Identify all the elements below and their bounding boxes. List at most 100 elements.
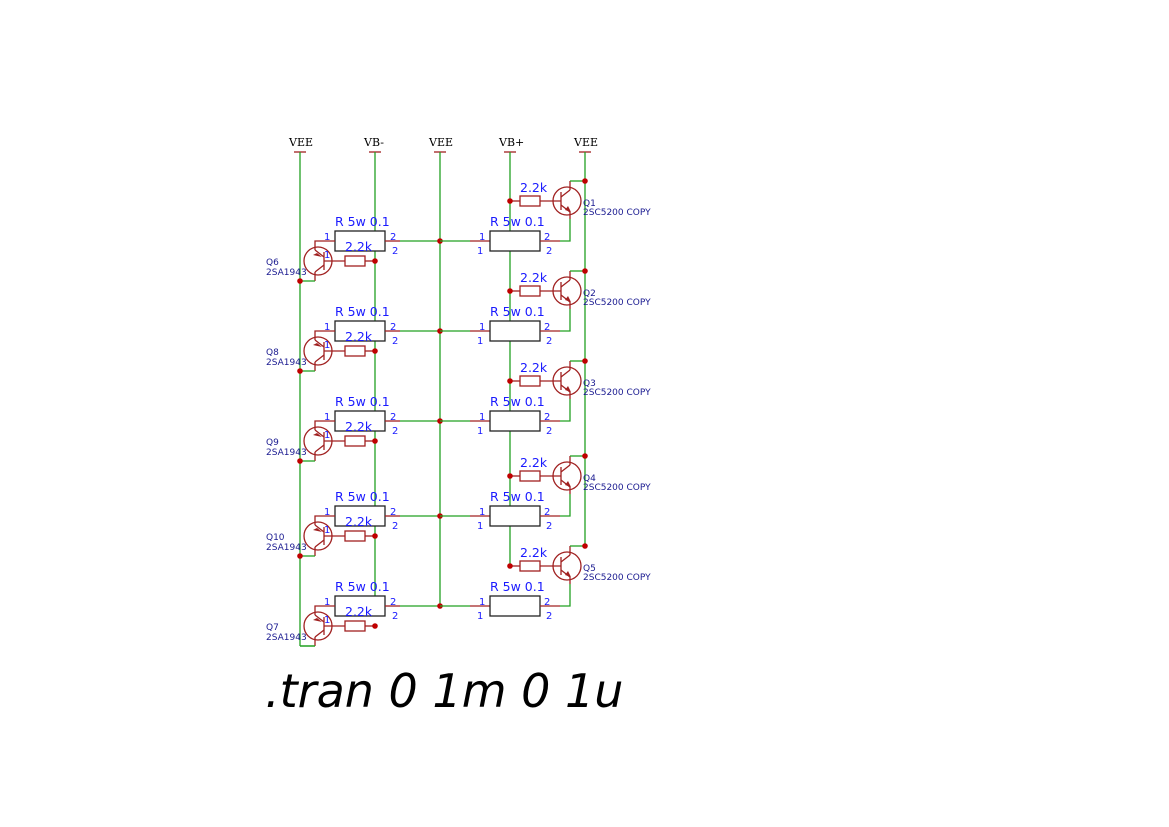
pin-label: 2 <box>544 412 550 423</box>
pin-label: 1 <box>479 597 485 608</box>
pin-label: 1 <box>477 246 483 257</box>
junction-dot <box>507 198 513 204</box>
pin-label: 1 <box>477 611 483 622</box>
pin-label: 2 <box>392 336 398 347</box>
emitter-arrow <box>313 253 322 257</box>
base-resistor <box>344 435 366 447</box>
pin-label: 1 <box>324 340 330 351</box>
emitter-wire <box>314 330 335 340</box>
base-resistor-label: 2.2k <box>345 514 373 529</box>
base-resistor <box>519 195 541 207</box>
base-resistor <box>519 470 541 482</box>
base-resistor-label: 2.2k <box>345 239 373 254</box>
wire <box>560 219 571 242</box>
emitter-lead <box>314 614 325 623</box>
power-resistor-label: R 5w 0.1 <box>490 579 545 594</box>
pin-label: 2 <box>544 597 550 608</box>
pin-label: 2 <box>390 507 396 518</box>
base-resistor <box>344 345 366 357</box>
junction-dot <box>372 533 378 539</box>
base-resistor-label: 2.2k <box>520 180 548 195</box>
pin-label: 2 <box>392 246 398 257</box>
collector-lead <box>560 279 571 288</box>
power-resistor-label: R 5w 0.1 <box>490 489 545 504</box>
pin-label: 1 <box>324 412 330 423</box>
wire <box>560 584 571 607</box>
transistor-ref: Q2 <box>583 289 596 299</box>
base-resistor-label: 2.2k <box>520 455 548 470</box>
transistor-part: 2SA1943 <box>266 268 307 278</box>
junction-dot <box>507 473 513 479</box>
pin-label: 2 <box>544 322 550 333</box>
pin-label: 2 <box>390 597 396 608</box>
emitter-arrow <box>313 528 322 532</box>
power-rail-vb-1: VB- <box>363 136 384 616</box>
pin-label: 2 <box>392 611 398 622</box>
transistor-ref: Q4 <box>583 474 596 484</box>
junction-dot <box>582 543 588 549</box>
junction-dot <box>372 623 378 629</box>
transistor-ref: Q9 <box>266 438 279 448</box>
transistor-ref: Q8 <box>266 348 279 358</box>
emitter-wire <box>314 515 335 525</box>
spice-directive: .tran 0 1m 0 1u <box>265 664 623 718</box>
pin-label: 1 <box>479 412 485 423</box>
power-resistor <box>489 320 541 342</box>
emitter-arrow <box>565 571 571 577</box>
pin-label: 1 <box>477 521 483 532</box>
pin-label: 1 <box>324 430 330 441</box>
pin-label: 1 <box>324 507 330 518</box>
pin-label: 2 <box>390 232 396 243</box>
junction-dot <box>372 348 378 354</box>
emitter-lead <box>314 339 325 348</box>
collector-lead <box>314 539 325 548</box>
emitter-lead <box>314 429 325 438</box>
junction-dot <box>372 258 378 264</box>
transistor-part: 2SC5200 COPY <box>583 483 651 493</box>
wire <box>560 399 571 422</box>
power-label: VEE <box>428 136 453 149</box>
transistor-ref: Q3 <box>583 379 596 389</box>
power-resistor <box>489 595 541 617</box>
power-resistor <box>489 230 541 252</box>
collector-lead <box>314 264 325 273</box>
pin-label: 2 <box>546 336 552 347</box>
power-resistor <box>489 410 541 432</box>
emitter-arrow <box>313 618 322 622</box>
transistor-ref: Q1 <box>583 199 596 209</box>
pin-label: 1 <box>479 322 485 333</box>
pin-label: 1 <box>324 597 330 608</box>
pin-label: 2 <box>390 412 396 423</box>
base-resistor <box>519 285 541 297</box>
junction-dot <box>507 378 513 384</box>
collector-lead <box>314 354 325 363</box>
power-resistor-label: R 5w 0.1 <box>490 304 545 319</box>
power-label: VB+ <box>498 136 524 149</box>
emitter-wire <box>314 605 335 615</box>
base-resistor-label: 2.2k <box>520 270 548 285</box>
power-rail-vee-2: VEE <box>428 136 453 606</box>
emitter-arrow <box>565 296 571 302</box>
base-resistor <box>344 620 366 632</box>
base-resistor <box>519 560 541 572</box>
pin-label: 2 <box>392 426 398 437</box>
junction-dot <box>582 178 588 184</box>
emitter-arrow <box>313 433 322 437</box>
pin-label: 2 <box>392 521 398 532</box>
transistor-ref: Q6 <box>266 258 279 268</box>
power-resistor-label: R 5w 0.1 <box>335 489 390 504</box>
base-resistor-label: 2.2k <box>520 545 548 560</box>
junction-dot <box>507 288 513 294</box>
collector-lead <box>560 369 571 378</box>
power-rail-vee-0: VEE <box>288 136 313 646</box>
pin-label: 1 <box>477 336 483 347</box>
base-resistor-label: 2.2k <box>345 419 373 434</box>
power-resistor-label: R 5w 0.1 <box>335 579 390 594</box>
emitter-lead <box>314 524 325 533</box>
